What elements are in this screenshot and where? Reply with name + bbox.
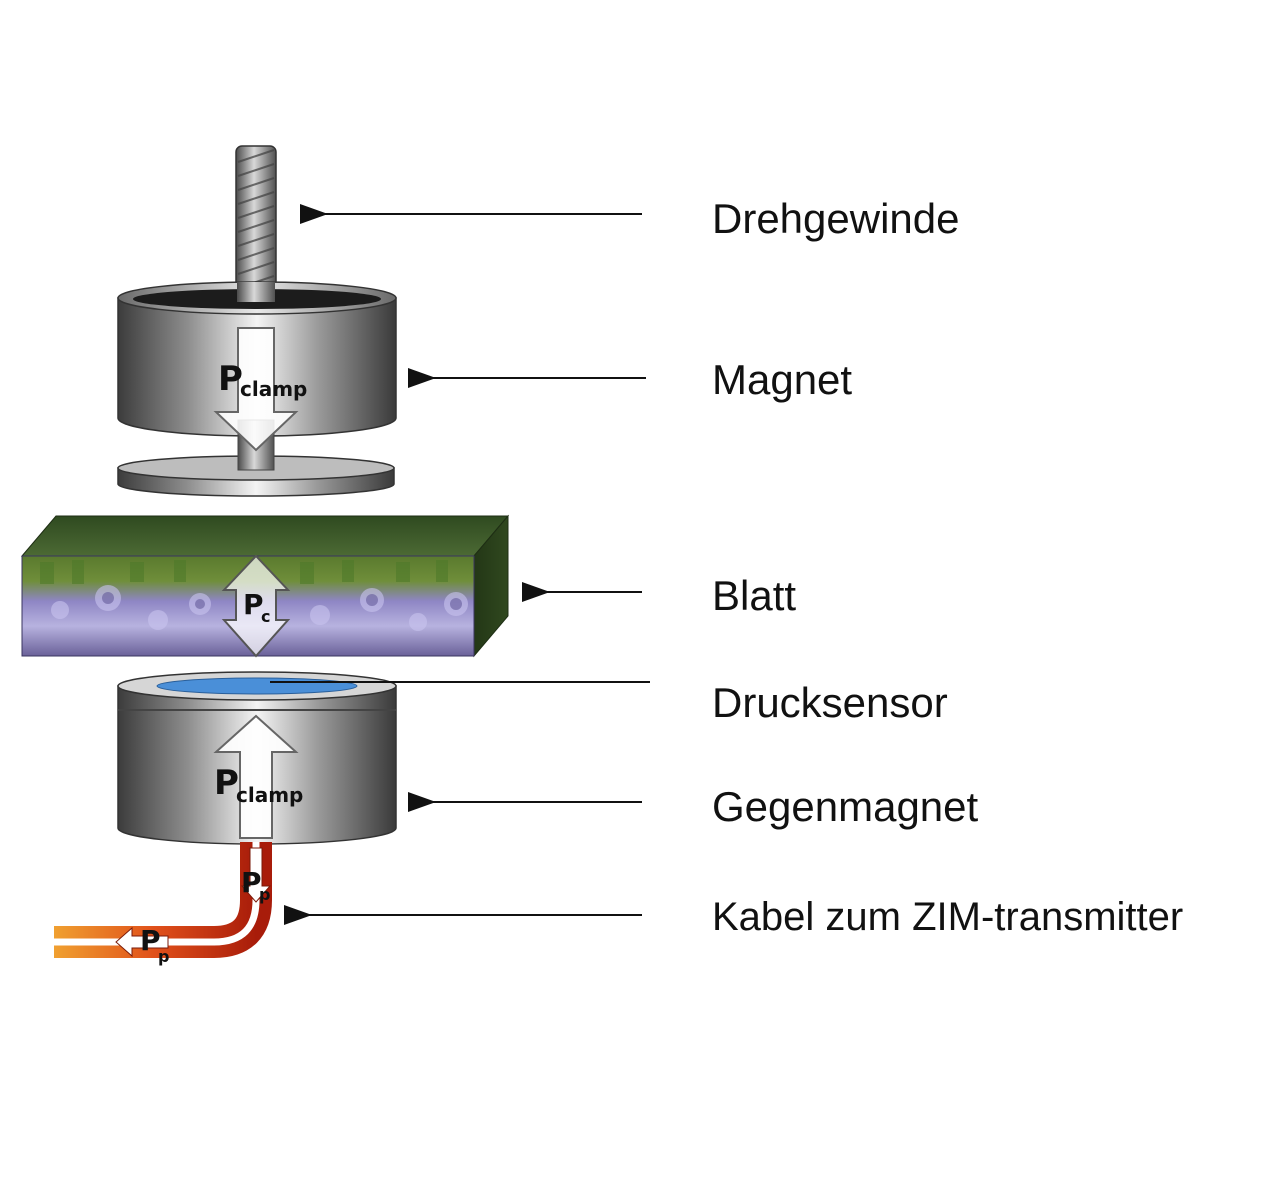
label-kabel: Kabel zum ZIM-transmitter [712,895,1184,939]
threaded-rod [235,145,277,305]
pc-double-arrow [221,554,291,658]
pp-arrow-horizontal [115,926,169,958]
pclamp-label-lower-p: P [214,763,239,803]
label-drehgewinde: Drehgewinde [712,195,960,242]
pc-label-p: P [243,588,264,621]
label-blatt: Blatt [712,572,797,619]
pp-label-vertical-p: P [241,866,262,899]
leaf-block [20,514,510,658]
pclamp-arrow-up [213,714,299,839]
pressure-sensor [117,671,397,701]
pp-label-horizontal-sub: p [158,947,169,966]
pp-arrow-vertical [240,847,272,903]
pclamp-label-lower-sub: clamp [236,783,303,807]
label-magnet: Magnet [712,356,853,403]
pp-label-horizontal-p: P [140,924,161,957]
pclamp-label-upper-sub: clamp [240,377,307,401]
pclamp-arrow-down [213,327,299,452]
pp-label-vertical-sub: p [259,885,270,904]
pc-label-sub: c [261,607,270,626]
label-drucksensor: Drucksensor [712,679,948,726]
label-gegenmagnet: Gegenmagnet [712,783,979,830]
pclamp-label-upper-p: P [218,359,243,399]
